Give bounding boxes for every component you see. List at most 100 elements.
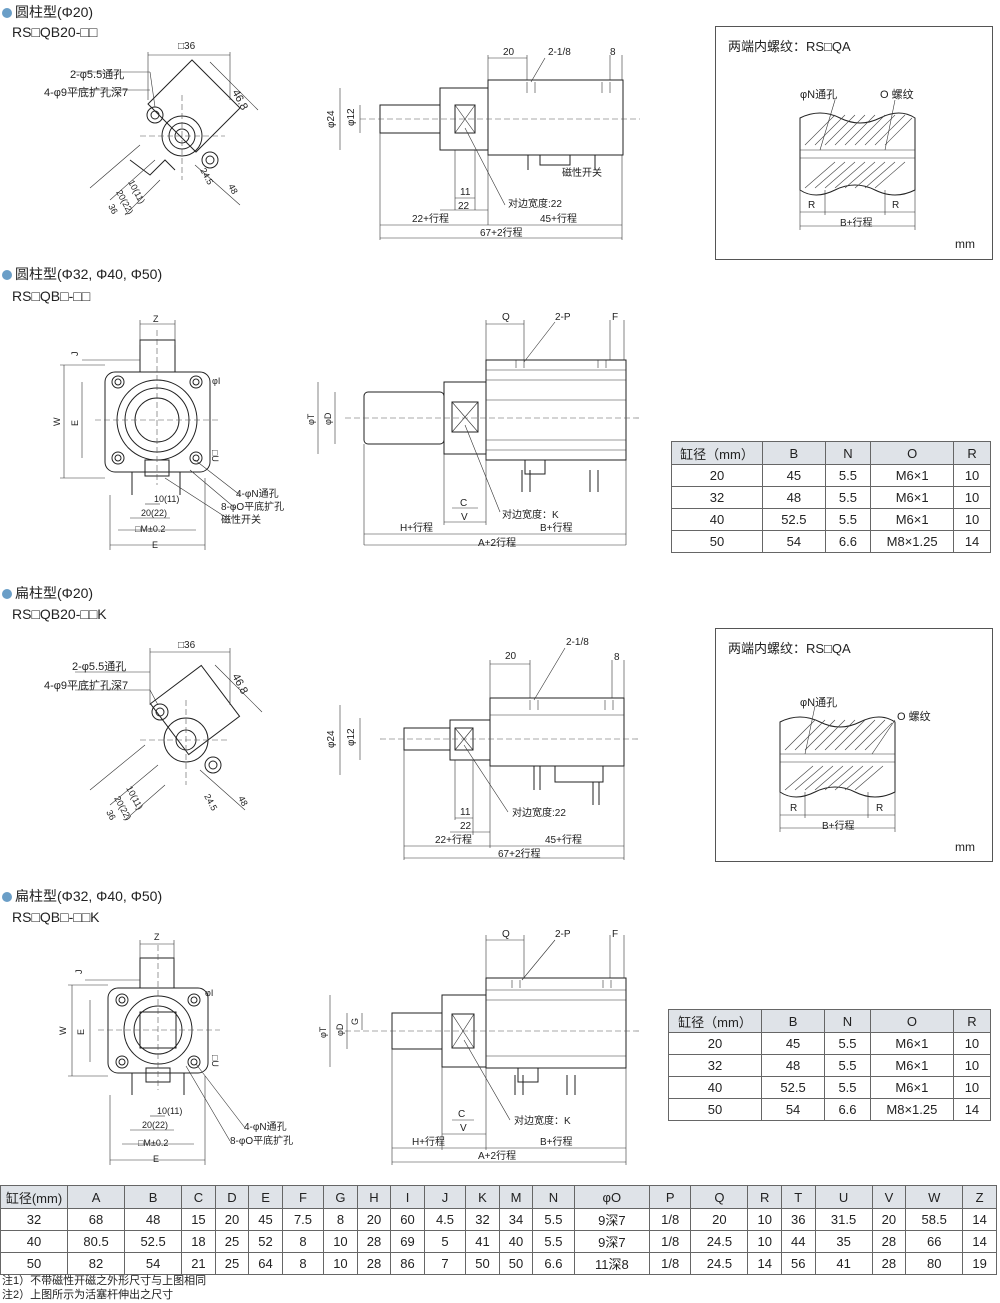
dim-u: □U	[210, 1055, 220, 1067]
table-cell: M6×1	[870, 486, 955, 509]
column-header: A	[66, 1185, 126, 1209]
dim-rod: 22+行程	[435, 833, 472, 846]
table-cell: 20	[668, 1032, 762, 1055]
table-cell: 60	[390, 1208, 425, 1231]
section-4-model: RS□QB□-□□K	[12, 909, 100, 925]
column-header: Z	[962, 1185, 997, 1209]
thread-box-2-title: 两端内螺纹：RS□QA	[728, 641, 851, 656]
column-header: W	[905, 1185, 964, 1209]
across-flats: 对边宽度:22	[508, 197, 562, 210]
dim-square-36: □36	[178, 640, 196, 651]
thread-box-2	[715, 628, 993, 862]
table-cell: 9深7	[573, 1208, 651, 1231]
table-cell: 28	[356, 1252, 392, 1275]
table-cell: 5.5	[824, 1076, 871, 1099]
table-cell: 5.5	[824, 464, 872, 487]
column-header: B	[762, 441, 826, 465]
table-cell: 14	[953, 530, 991, 553]
table-cell: 50	[668, 1098, 762, 1121]
table-cell: 32	[0, 1208, 68, 1231]
unit-label: mm	[955, 840, 975, 854]
table-cell: 54	[762, 530, 826, 553]
dim-v: V	[460, 1123, 467, 1134]
table-cell: 80	[905, 1252, 964, 1275]
table-cell: 40	[0, 1230, 68, 1253]
dim-phi12: φ12	[346, 728, 357, 746]
bullet-icon	[2, 270, 12, 280]
table-cell: 10	[952, 1054, 992, 1077]
table-cell: 41	[465, 1230, 500, 1253]
note-1: 注1）不带磁性开磁之外形尺寸与上图相同	[2, 1275, 207, 1287]
column-header: R	[953, 441, 991, 465]
table-cell: 50	[465, 1252, 500, 1275]
table-cell: 8	[281, 1252, 325, 1275]
dim-port: 2-P	[555, 929, 571, 940]
unit-label: mm	[955, 237, 975, 251]
dim-phi24: φ24	[326, 110, 337, 128]
cylinder-body	[489, 697, 625, 767]
table-cell: 24.5	[690, 1230, 749, 1253]
dim-body: 45+行程	[545, 833, 582, 846]
o-hole-label: 8-φO平底扩孔	[230, 1134, 293, 1147]
column-header: E	[248, 1185, 283, 1209]
n-hole-label: φN通孔	[800, 697, 838, 709]
table-cell: 5.5	[824, 1054, 871, 1077]
r-label: R	[892, 200, 900, 211]
table-cell: 10	[953, 486, 991, 509]
dim-j: J	[70, 352, 80, 357]
table-cell: 5.5	[532, 1230, 575, 1253]
table-cell: 24.5	[690, 1252, 749, 1275]
dim-u: □U	[210, 450, 220, 462]
table-cell: 10	[323, 1252, 358, 1275]
dim-d: φD	[335, 1023, 345, 1036]
note-2: 注2）上图所示为活塞杆伸出之尺寸	[2, 1289, 174, 1301]
table-cell: 32	[671, 486, 763, 509]
table-cell: 20	[356, 1208, 392, 1231]
table-cell: 5.5	[824, 508, 872, 531]
b-stroke-label: B+行程	[822, 821, 855, 832]
hole-label-2: 4-φ9平底扩孔深7	[44, 85, 128, 99]
dim-top1: 20	[503, 47, 515, 58]
dim-d4: 24.5	[202, 792, 219, 812]
table-cell: 6.6	[532, 1252, 575, 1275]
o-thread-label: O 螺纹	[897, 711, 931, 723]
column-header: B	[760, 1009, 826, 1033]
column-header: 缸径（mm）	[671, 441, 763, 465]
table-cell: 10	[953, 508, 991, 531]
dim-w: W	[52, 417, 62, 426]
bullet-icon	[2, 892, 12, 902]
cylinder-body	[485, 977, 627, 1069]
n-hole-label: φN通孔	[800, 89, 838, 101]
table-cell: 80.5	[66, 1230, 126, 1253]
table-cell: M6×1	[870, 508, 955, 531]
s3-front-view: □36 2-φ5.5通孔 4-φ9平底扩孔深7 46.8 10(11) 20(2…	[44, 640, 263, 822]
dim-port: 2-P	[555, 312, 571, 323]
table-cell: 54	[760, 1098, 826, 1121]
column-header: O	[870, 441, 955, 465]
column-header: T	[781, 1185, 816, 1209]
o-thread-label: O 螺纹	[880, 89, 914, 101]
dim-h: H+行程	[412, 1135, 445, 1148]
table-cell: 7.5	[281, 1208, 325, 1231]
table-cell: 19	[962, 1252, 997, 1275]
table-cell: 20	[671, 464, 763, 487]
table-cell: M8×1.25	[869, 1098, 954, 1121]
r-label: R	[876, 803, 884, 814]
dim-11: 11	[460, 807, 471, 818]
column-header: R	[747, 1185, 782, 1209]
s3-thread-section	[779, 705, 896, 832]
column-header: F	[281, 1185, 325, 1209]
dim-body: 45+行程	[540, 212, 577, 225]
table-cell: 14	[962, 1208, 997, 1231]
dim-10-11: 10(11)	[157, 1106, 182, 1116]
dim-d3: 36	[104, 808, 118, 822]
table-cell: 66	[905, 1230, 964, 1253]
column-header: I	[390, 1185, 425, 1209]
dim-d5: 48	[226, 182, 240, 196]
